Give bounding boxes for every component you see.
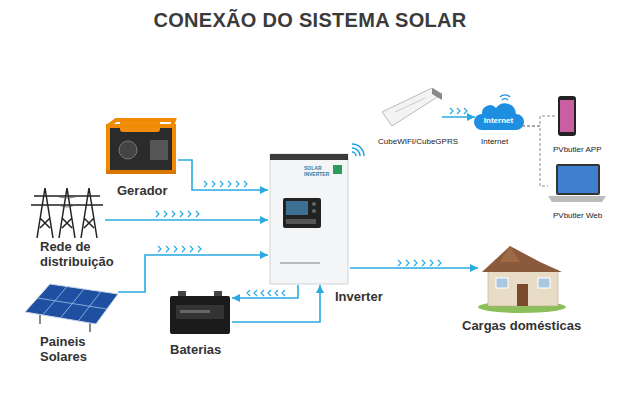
internet-cloud [474, 103, 524, 130]
power-wire [56, 196, 78, 207]
solar-panel-node: Paineis Solares [25, 282, 118, 332]
power-flow-line [350, 267, 478, 269]
solar-panel [25, 284, 118, 324]
laptop-lid [556, 164, 600, 195]
node-label: Paineis Solares [40, 334, 102, 364]
power-flow-line [118, 255, 268, 292]
house-window [496, 278, 508, 288]
node-label: Internet [481, 137, 508, 147]
generator-engine [110, 128, 174, 172]
generator-node: Gerador [105, 118, 178, 176]
flow-chevrons [247, 290, 285, 296]
laptop-base [548, 196, 606, 202]
grid-node: Rede de distribuição [30, 183, 105, 238]
battery-body [170, 296, 230, 334]
node-label: PVbutler Web [553, 211, 602, 221]
node-label: Baterias [170, 342, 221, 357]
house-door [517, 284, 528, 306]
cloud-node: InternetInternet [475, 98, 522, 132]
inverter-brand-strip [280, 262, 320, 264]
house-gable [500, 246, 520, 262]
inverter-logo [333, 165, 342, 174]
data-link [522, 116, 557, 126]
power-flow-line [232, 285, 298, 298]
generator-frame [108, 120, 174, 172]
wifi-symbol [352, 144, 364, 156]
panel-grid [38, 287, 108, 322]
dongle-groove [395, 98, 425, 112]
house-window [538, 278, 550, 288]
generator-panel [150, 140, 168, 160]
inverter-body [270, 154, 348, 284]
node-label: Inverter [335, 289, 383, 304]
house-wall [488, 270, 558, 306]
inverter-screen [286, 201, 308, 215]
laptop-screen [558, 166, 598, 193]
battery-sticker [176, 305, 224, 319]
power-flow-line [232, 285, 320, 322]
phone-node: PVbutler APP [557, 95, 577, 138]
inverter-button [312, 209, 316, 213]
device-logo-text: SOLAR INVERTER [304, 165, 332, 177]
pylon-symbol [31, 188, 103, 238]
battery-node: Baterias [168, 290, 232, 336]
house-node: Cargas domésticas [478, 240, 563, 310]
wifi-dongle [382, 88, 442, 126]
flow-chevrons [204, 181, 247, 187]
battery-stripe [180, 310, 210, 313]
phone-screen [560, 100, 574, 132]
power-flow-line [442, 116, 475, 118]
generator-feet [106, 170, 176, 174]
inverter-screen-frame [283, 198, 321, 228]
flow-chevrons [156, 211, 199, 217]
wifi-symbol [500, 95, 510, 100]
flow-chevrons [450, 108, 467, 114]
inverter-button [312, 202, 316, 206]
diagram-title: CONEXÃO DO SISTEMA SOLAR [0, 9, 620, 32]
house-roof [482, 246, 562, 272]
node-label: Cargas domésticas [462, 318, 581, 333]
node-label: CubeWIFI/CubeGPRS [378, 137, 458, 147]
node-label: PVbutler APP [553, 145, 601, 155]
flow-chevrons [398, 260, 441, 266]
node-label: Rede de distribuição [40, 239, 132, 269]
connector-group [105, 116, 557, 322]
power-flow-line [105, 219, 268, 221]
phone-body [558, 96, 576, 136]
generator-air-filter [119, 141, 137, 159]
power-flow-line [178, 160, 268, 190]
cloud-text: Internet [475, 116, 522, 126]
node-label: Gerador [117, 183, 168, 198]
dongle-cap [432, 88, 442, 100]
laptop-node: PVbutler Web [548, 163, 606, 207]
data-link [522, 126, 548, 186]
inverter-keys [286, 219, 316, 224]
inverter-top-band [270, 154, 348, 160]
dongle-node: CubeWIFI/CubeGPRS [380, 86, 442, 130]
inverter-node: SOLAR INVERTERInverter [268, 152, 350, 285]
flow-chevrons [158, 246, 201, 252]
